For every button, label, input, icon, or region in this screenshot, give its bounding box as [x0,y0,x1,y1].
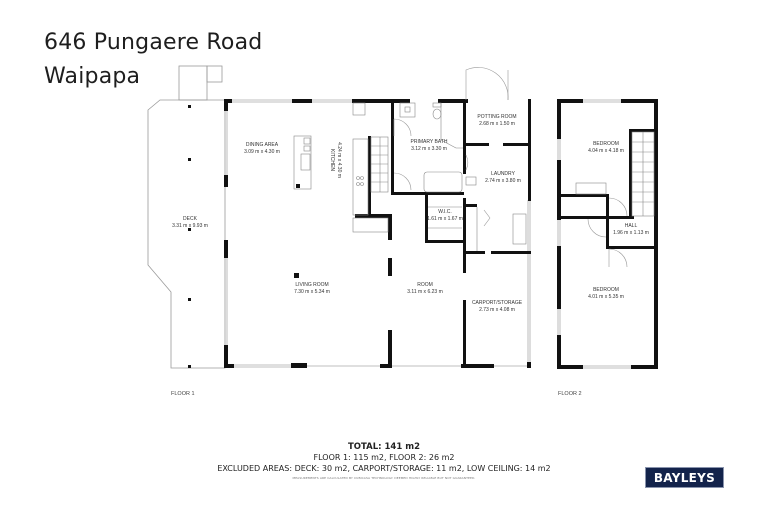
hall-dims: 1.96 m x 1.13 m [613,230,649,236]
bath-fixtures [399,102,527,251]
wic-label: W.I.C. [438,209,452,215]
dining-area-dims: 3.09 m x 4.30 m [244,149,280,155]
potting-room-label: POTTING ROOM [477,114,516,120]
room-labels-floor-1: DECK 3.31 m x 9.93 m DINING AREA 3.09 m … [172,114,523,313]
stairs-floor-1 [370,136,389,193]
floor-1-label: FLOOR 1 [171,391,195,397]
address-line-2: Waipapa [44,64,141,89]
deck-label: DECK [183,216,198,222]
floor-1-plan: DECK 3.31 m x 9.93 m DINING AREA 3.09 m … [147,65,531,397]
floor-2-walls [557,99,658,369]
carport-storage-label: CARPORT/STORAGE [472,300,523,306]
excluded-areas: EXCLUDED AREAS: DECK: 30 m2, CARPORT/STO… [217,464,551,473]
wic-dims: 1.61 m x 1.67 m [427,216,463,222]
floor-areas: FLOOR 1: 115 m2, FLOOR 2: 26 m2 [313,453,455,462]
deck-outline [147,99,226,369]
room-label: ROOM [417,282,433,288]
floor-2-label: FLOOR 2 [558,391,582,397]
living-room-dims: 7.30 m x 5.34 m [294,289,330,295]
measurement-disclaimer: MEASUREMENTS ARE CALCULATED BY CUBICASA … [292,476,476,480]
bedroom-2-dims: 4.01 m x 5.35 m [588,294,624,300]
dining-area-label: DINING AREA [246,142,279,148]
exterior-walls [224,99,531,368]
primary-bath-label: PRIMARY BATH [411,139,448,145]
living-post [294,273,299,278]
kitchen-fixtures [293,102,389,233]
floor-2-windows [557,99,631,369]
carport-storage-dims: 2.73 m x 4.08 m [479,307,515,313]
floor-2-doors [587,197,628,268]
room-dims: 3.11 m x 6.23 m [407,289,442,295]
primary-bath-dims: 3.12 m x 3.30 m [411,146,447,152]
windows [224,99,531,368]
hall-label: HALL [625,223,638,229]
deck-step-small [206,65,223,83]
stairs-floor-2 [575,131,655,217]
kitchen-dims: 4.24 m x 4.30 m [336,142,342,178]
address-line-1: 646 Pungaere Road [44,30,263,55]
bedroom-1-label: BEDROOM [593,141,619,147]
bayleys-logo: BAYLEYS [645,467,724,488]
laundry-dims: 2.74 m x 3.80 m [485,178,521,184]
total-area: TOTAL: 141 m2 [348,442,420,452]
deck-step [178,65,208,101]
floor-2-plan: BEDROOM 4.04 m x 4.18 m HALL 1.96 m x 1.… [557,99,658,397]
deck-posts [188,105,191,368]
kitchen-label: KITCHEN [329,149,335,171]
bedroom-1-dims: 4.04 m x 4.18 m [588,148,624,154]
living-room-label: LIVING ROOM [295,282,328,288]
potting-room-dims: 2.68 m x 1.50 m [479,121,515,127]
laundry-label: LAUNDRY [491,171,515,177]
logo-text: BAYLEYS [653,470,716,485]
island-post [296,184,300,188]
doors [393,67,509,227]
interior-walls [355,99,531,368]
room-labels-floor-2: BEDROOM 4.04 m x 4.18 m HALL 1.96 m x 1.… [588,141,649,300]
bedroom-2-label: BEDROOM [593,287,619,293]
deck-dims: 3.31 m x 9.93 m [172,223,208,229]
